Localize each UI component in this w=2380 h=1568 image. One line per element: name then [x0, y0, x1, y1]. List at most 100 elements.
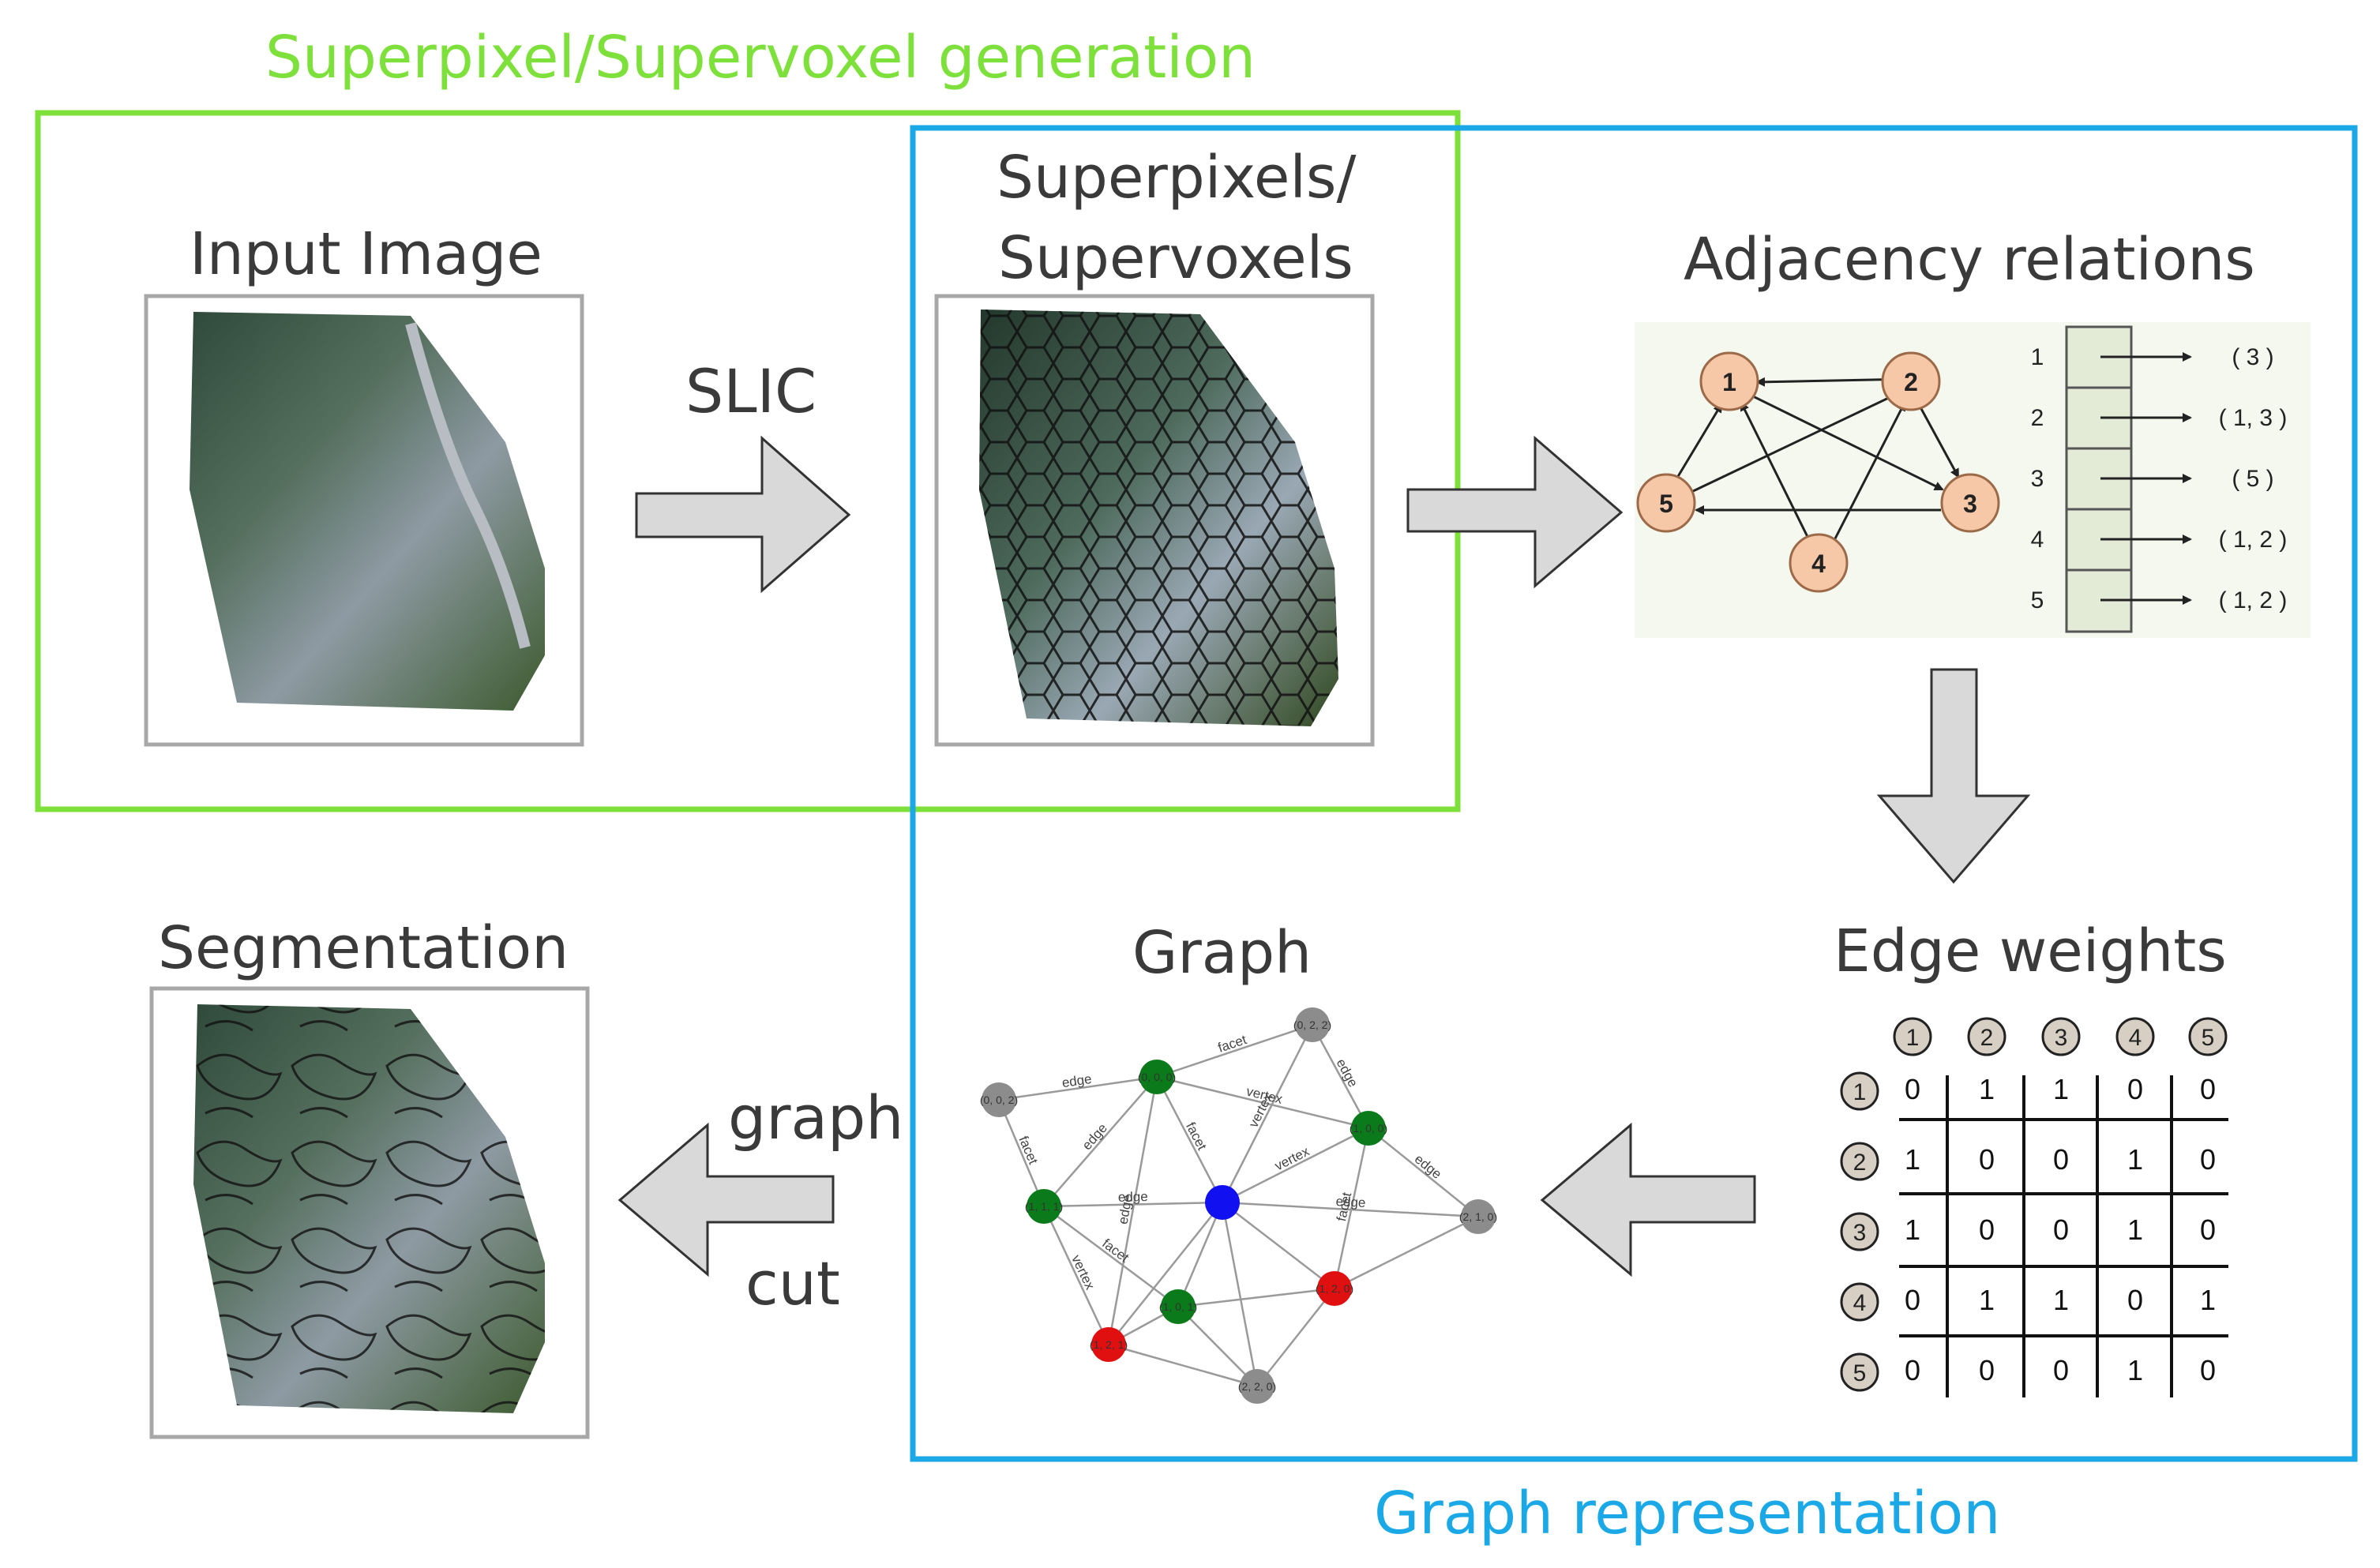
adj-edge [1669, 403, 1723, 490]
adj-list-index: 4 [2031, 527, 2044, 553]
segmentation-title: Segmentation [158, 914, 569, 982]
matrix-cell: 0 [2200, 1214, 2216, 1246]
graph-edge-word: edge [1118, 1189, 1148, 1205]
graph-edge [1042, 1206, 1110, 1345]
adj-edge [1913, 396, 1960, 478]
graph-representation-title: Graph representation [1374, 1480, 2001, 1547]
matrix-cell: 0 [2200, 1354, 2216, 1386]
graph-edge [1222, 1202, 1335, 1289]
matrix-header-label: 4 [2129, 1025, 2142, 1051]
matrix-cell: 0 [2200, 1073, 2216, 1105]
graph-node [1139, 1060, 1174, 1094]
graph-cut-label-line1: graph [728, 1082, 904, 1153]
adjacency-list: 1 2 3 4 5 ( 3 ) ( 1, 3 ) ( 5 ) ( 1, 2 ) … [2031, 325, 2288, 633]
matrix-header-circle [1893, 1017, 1932, 1056]
adj-node-3 [1940, 473, 2000, 533]
edge-weights-title: Edge weights [1834, 917, 2227, 985]
matrix-cell: 0 [1979, 1143, 1995, 1176]
adj-edge [1689, 393, 1897, 494]
matrix-cell: 1 [2053, 1073, 2069, 1105]
matrix-cell: 0 [2053, 1143, 2069, 1176]
to-adjacency-arrow [1406, 435, 1624, 589]
graph-edge [1107, 1076, 1158, 1345]
adj-node-1 [1699, 351, 1759, 411]
matrix-cell: 1 [1905, 1143, 1920, 1176]
matrix-cell: 0 [2127, 1284, 2143, 1316]
matrix-row-circle [1840, 1352, 1879, 1392]
graph-node-label: (2, 1, 0) [1459, 1210, 1497, 1223]
matrix-cell: 0 [1905, 1284, 1920, 1316]
graph-node [1240, 1369, 1274, 1404]
to-edge-weights-arrow [1876, 668, 2031, 884]
matrix-row-label: 4 [1853, 1290, 1867, 1316]
graph-edge [1221, 1024, 1314, 1203]
graph-node-label: (1, 2, 1) [1090, 1338, 1128, 1351]
graph-edge-word: vertex [1068, 1252, 1098, 1292]
graph-node-label: (1, 2, 0) [1316, 1282, 1353, 1295]
matrix-header-circle [1967, 1017, 2006, 1056]
matrix-cell: 1 [2127, 1214, 2143, 1246]
matrix-row-headers: 1 2 3 4 5 [1840, 1071, 1879, 1392]
graph-edge [1108, 1343, 1258, 1388]
matrix-header-circle [2115, 1017, 2155, 1056]
adj-node-5 [1636, 473, 1696, 533]
input-image-road [405, 322, 531, 649]
adj-edge [1749, 393, 1944, 491]
adj-node-label: 2 [1904, 368, 1918, 396]
matrix-row-circle [1840, 1212, 1879, 1251]
adj-node-label: 4 [1811, 550, 1826, 578]
graph-edge [1177, 1202, 1224, 1307]
graph-edge [1177, 1306, 1258, 1387]
graph-edges [997, 1023, 1479, 1388]
slic-arrow [635, 435, 851, 594]
adj-node-label: 1 [1722, 368, 1736, 396]
matrix-cell: 1 [2200, 1284, 2216, 1316]
graph-edge [1043, 1076, 1158, 1207]
graph-cut-arrow [618, 1122, 835, 1277]
matrix-cell: 0 [2053, 1354, 2069, 1386]
matrix-header-circle [2188, 1017, 2228, 1056]
adj-list-value: ( 1, 2 ) [2219, 587, 2288, 613]
matrix-header-label: 5 [2202, 1025, 2215, 1051]
graph-node [982, 1082, 1016, 1117]
matrix-cell: 0 [1979, 1214, 1995, 1246]
graph-edge [1156, 1075, 1369, 1130]
graph-edge [1221, 1202, 1259, 1387]
superpixel-generation-title: Superpixel/Supervoxel generation [265, 24, 1256, 92]
graph-node [1161, 1289, 1196, 1324]
graph-edge [1368, 1127, 1479, 1217]
matrix-cell: 0 [2200, 1143, 2216, 1176]
adj-node-2 [1881, 351, 1941, 411]
graph-node-label: (0, 0, 2) [980, 1093, 1018, 1106]
matrix-cell: 0 [1979, 1354, 1995, 1386]
matrix-header-label: 3 [2055, 1025, 2068, 1051]
to-graph-arrow [1540, 1122, 1756, 1277]
graph-nodes: (0, 2, 2)(0, 0, 2)(0, 0, 0)(1, 0, 0)(1, … [980, 1007, 1497, 1404]
matrix-cell: 0 [1905, 1354, 1920, 1386]
graph-edge [1311, 1024, 1370, 1129]
matrix-cell: 1 [1979, 1284, 1995, 1316]
adj-list-value: ( 1, 3 ) [2219, 405, 2288, 431]
matrix-cell: 1 [1905, 1214, 1920, 1246]
matrix-cell: 1 [2127, 1354, 2143, 1386]
graph-edge [1333, 1127, 1370, 1289]
graph-node-label: (0, 0, 0) [1138, 1071, 1176, 1083]
graph-edge [1108, 1202, 1223, 1345]
matrix-cell: 1 [2053, 1284, 2069, 1316]
matrix-cell: 0 [1905, 1073, 1920, 1105]
adj-list-value: ( 5 ) [2232, 466, 2273, 492]
adj-list-value: ( 1, 2 ) [2219, 527, 2288, 553]
graph-node [1205, 1185, 1240, 1220]
superpixels-title-line1: Superpixels/ [997, 144, 1357, 212]
adj-edge [1830, 401, 1906, 546]
matrix-header-label: 2 [1980, 1025, 1994, 1051]
input-image-title: Input Image [190, 220, 542, 288]
matrix-cell: 0 [2053, 1214, 2069, 1246]
adj-node-4 [1789, 533, 1849, 593]
graph-edge [1043, 1201, 1223, 1208]
edge-weights-matrix: 1 2 3 4 5 1 2 3 4 5 0 1 1 0 0 1 [1840, 1017, 2228, 1397]
matrix-grid [1899, 1075, 2228, 1397]
graph-node [1351, 1111, 1386, 1146]
